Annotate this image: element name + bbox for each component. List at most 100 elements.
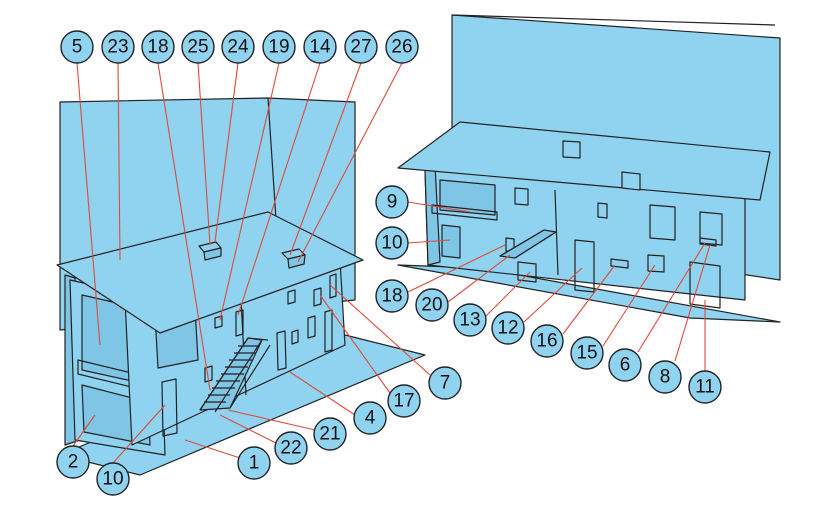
svg-text:24: 24 bbox=[227, 37, 249, 58]
right-chimney-a bbox=[562, 140, 581, 159]
right-facade-joint bbox=[554, 189, 559, 276]
label-22: 22 bbox=[274, 431, 308, 465]
leader-line-24 bbox=[602, 264, 656, 347]
label-14: 14 bbox=[303, 30, 337, 64]
label-10-right: 10 bbox=[375, 226, 409, 260]
label-6: 6 bbox=[608, 348, 642, 382]
leader-line-4 bbox=[214, 62, 239, 243]
leader-line-14 bbox=[289, 371, 356, 416]
right-building bbox=[397, 14, 781, 323]
top-label-row: 5 23 18 25 24 19 14 27 26 bbox=[60, 30, 419, 64]
right-window-a bbox=[514, 187, 529, 206]
svg-text:21: 21 bbox=[319, 424, 340, 445]
svg-text:27: 27 bbox=[350, 37, 371, 58]
label-12: 12 bbox=[491, 311, 525, 345]
svg-text:18: 18 bbox=[381, 286, 402, 307]
leader-line-3 bbox=[197, 62, 211, 246]
leader-line-0 bbox=[76, 62, 101, 346]
leader-line-9 bbox=[72, 414, 96, 447]
label-9: 9 bbox=[375, 185, 409, 219]
label-23: 23 bbox=[101, 30, 135, 64]
left-window-h bbox=[329, 273, 337, 299]
left-window-a bbox=[214, 315, 223, 329]
label-26: 26 bbox=[385, 30, 419, 64]
label-20: 20 bbox=[415, 288, 449, 322]
right-building-labels: 9 10 18 20 13 12 16 15 6 8 11 bbox=[375, 185, 722, 404]
label-16: 16 bbox=[530, 324, 564, 358]
leader-line-15 bbox=[319, 294, 391, 394]
right-window-d bbox=[699, 211, 723, 246]
left-window-g bbox=[324, 309, 333, 353]
left-window-e bbox=[307, 315, 316, 339]
leader-line-16 bbox=[329, 284, 431, 376]
leader-line-23 bbox=[562, 264, 616, 335]
svg-text:13: 13 bbox=[459, 310, 480, 331]
leader-line-21 bbox=[485, 271, 531, 317]
leader-line-2 bbox=[157, 62, 211, 391]
svg-text:19: 19 bbox=[268, 37, 289, 58]
right-loggia-lower bbox=[441, 224, 461, 259]
label-18: 18 bbox=[141, 30, 175, 64]
right-loggia-opening bbox=[439, 179, 496, 216]
label-2: 2 bbox=[56, 445, 90, 479]
label-25: 25 bbox=[181, 30, 215, 64]
svg-text:1: 1 bbox=[249, 453, 260, 474]
label-7: 7 bbox=[428, 366, 462, 400]
right-door-11 bbox=[689, 261, 721, 309]
leader-line-13 bbox=[227, 409, 316, 431]
label-18-right: 18 bbox=[375, 279, 409, 313]
right-window-6 bbox=[699, 237, 717, 247]
label-15: 15 bbox=[570, 336, 604, 370]
svg-text:10: 10 bbox=[381, 233, 402, 254]
leader-lines bbox=[72, 62, 711, 464]
label-17: 17 bbox=[387, 384, 421, 418]
label-8: 8 bbox=[648, 360, 682, 394]
left-window-f bbox=[313, 287, 322, 307]
svg-text:2: 2 bbox=[68, 452, 79, 473]
left-window-d bbox=[287, 289, 296, 305]
left-staircase bbox=[199, 337, 271, 413]
label-27: 27 bbox=[344, 30, 378, 64]
leader-line-17 bbox=[407, 201, 471, 213]
label-24: 24 bbox=[221, 30, 255, 64]
left-small-window bbox=[204, 365, 213, 383]
label-19: 19 bbox=[262, 30, 296, 64]
leader-line-26 bbox=[674, 244, 711, 362]
leader-line-12 bbox=[219, 414, 277, 444]
left-door-10 bbox=[161, 378, 178, 437]
leader-line-25 bbox=[637, 242, 706, 353]
svg-text:25: 25 bbox=[187, 37, 208, 58]
svg-text:26: 26 bbox=[391, 37, 412, 58]
right-stair-base bbox=[517, 261, 537, 283]
label-21: 21 bbox=[313, 417, 347, 451]
left-door-4 bbox=[276, 330, 287, 371]
label-10-left: 10 bbox=[96, 462, 130, 496]
left-window-c bbox=[291, 329, 299, 345]
leader-line-1 bbox=[117, 62, 121, 261]
svg-text:18: 18 bbox=[147, 37, 168, 58]
right-window-15 bbox=[647, 254, 665, 273]
svg-text:14: 14 bbox=[309, 37, 331, 58]
label-13: 13 bbox=[453, 303, 487, 337]
right-window-16 bbox=[610, 258, 629, 269]
leader-line-18 bbox=[407, 239, 451, 244]
right-staircase bbox=[499, 229, 557, 283]
leader-line-22 bbox=[523, 267, 583, 323]
svg-text:16: 16 bbox=[536, 331, 557, 352]
left-roof bbox=[56, 211, 364, 334]
svg-text:17: 17 bbox=[393, 391, 414, 412]
left-window-b bbox=[235, 309, 244, 337]
svg-text:5: 5 bbox=[72, 37, 83, 58]
leader-line-20 bbox=[447, 254, 511, 303]
svg-text:7: 7 bbox=[440, 373, 451, 394]
leader-line-7 bbox=[289, 62, 362, 256]
svg-text:9: 9 bbox=[387, 192, 398, 213]
leader-line-5 bbox=[219, 62, 280, 321]
right-chimney-b bbox=[621, 171, 641, 191]
svg-text:4: 4 bbox=[365, 408, 376, 429]
svg-text:11: 11 bbox=[695, 377, 715, 398]
leader-line-6 bbox=[237, 62, 321, 316]
svg-text:10: 10 bbox=[102, 469, 123, 490]
